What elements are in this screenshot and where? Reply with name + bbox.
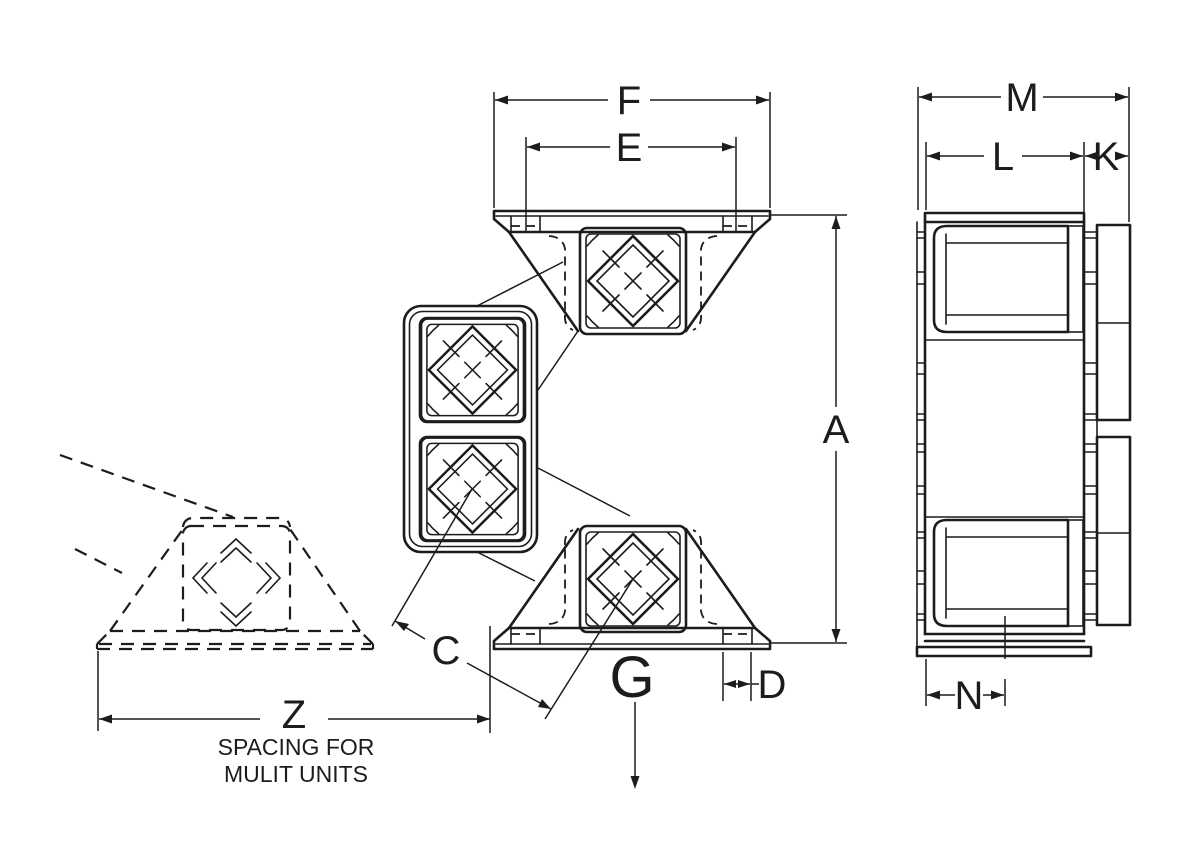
side-view [915, 211, 1132, 658]
side-view-pad-blocks [1095, 223, 1132, 627]
dim-label-F: F [617, 79, 641, 123]
side-view-bottom-roller [932, 518, 1084, 628]
dim-D: D [722, 652, 787, 707]
dim-Z: Z SPACING FOR MULIT UNITS [97, 626, 491, 787]
side-view-top-roller [932, 224, 1084, 334]
dim-A: A [771, 214, 850, 644]
dim-label-E: E [616, 126, 643, 170]
phantom-adjacent-unit-view [59, 453, 375, 651]
dim-C: C [391, 488, 634, 720]
dim-label-N: N [955, 674, 984, 718]
dim-G: G [609, 645, 655, 789]
dim-label-M: M [1005, 76, 1038, 120]
dim-L: L [925, 135, 1085, 221]
dim-M: M [917, 76, 1130, 222]
note-line1: SPACING FOR [218, 734, 375, 760]
dim-label-C: C [432, 629, 461, 673]
dim-label-K: K [1093, 135, 1120, 179]
dim-label-L: L [992, 135, 1014, 179]
dim-label-G: G [609, 645, 654, 710]
note-line2: MULIT UNITS [224, 761, 368, 787]
dim-E: E [525, 126, 737, 233]
dim-N: N [925, 616, 1006, 718]
dim-F: F [493, 79, 771, 208]
dim-label-A: A [823, 408, 850, 452]
center-roller-unit-view [402, 304, 539, 554]
dim-label-D: D [758, 663, 787, 707]
phantom-pad-chevrons [191, 537, 282, 628]
unit-link-lines [476, 261, 631, 582]
dim-K: K [1085, 135, 1128, 179]
dim-label-Z: Z [282, 693, 306, 737]
